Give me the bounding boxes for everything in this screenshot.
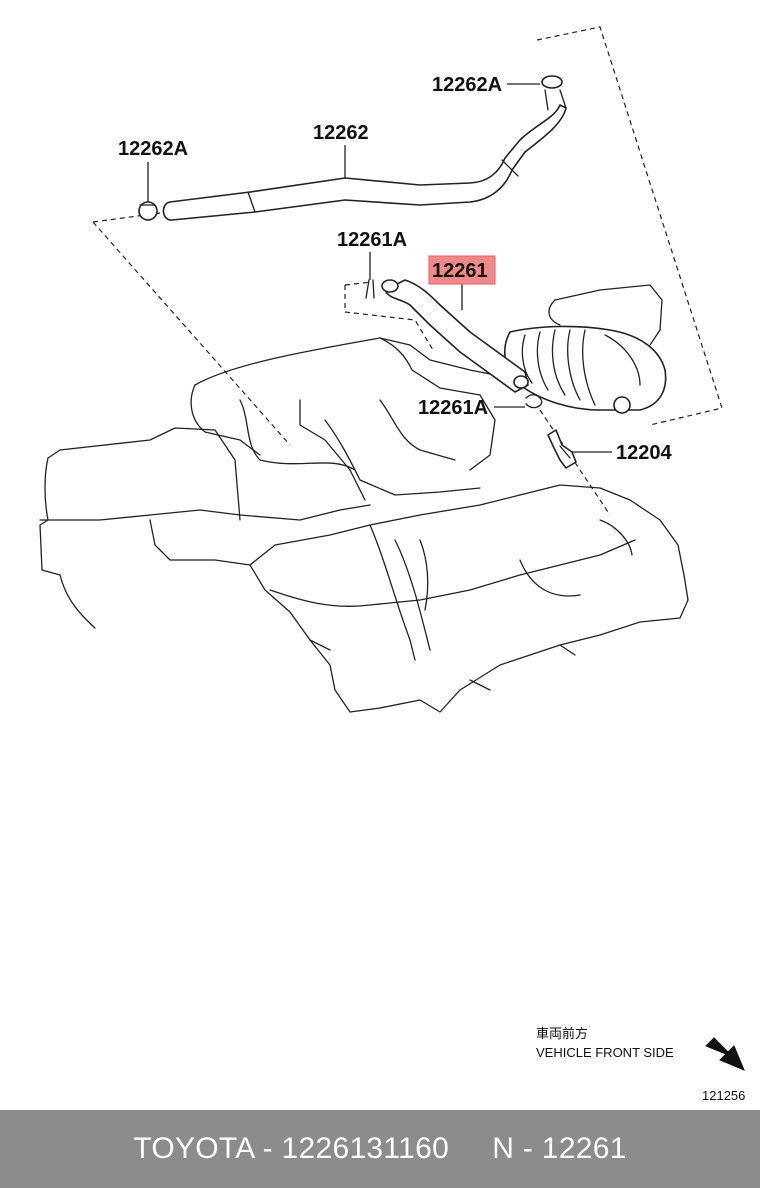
diagram-ref-number: 121256	[702, 1088, 745, 1103]
vehicle-front-arrow-icon	[705, 1037, 745, 1071]
label-12262a-left: 12262A	[118, 138, 188, 160]
label-12261a-top: 12261A	[337, 229, 407, 251]
ventilation-hose-12262	[138, 75, 567, 221]
pcv-valve-12204	[547, 429, 577, 469]
label-12261a-bottom: 12261A	[418, 397, 488, 419]
ventilation-hose-12261	[365, 279, 543, 409]
footer-part-info: TOYOTA - 1226131160 N - 12261	[133, 1132, 627, 1165]
direction-note-english: VEHICLE FRONT SIDE	[536, 1045, 674, 1060]
air-intake-duct	[504, 284, 667, 414]
label-12204: 12204	[616, 442, 672, 464]
direction-note-japanese: 車両前方	[536, 1026, 588, 1041]
label-12261-highlighted: 12261	[432, 260, 488, 282]
label-12262: 12262	[313, 122, 369, 144]
label-12262a-top: 12262A	[432, 74, 502, 96]
leader-lines	[147, 83, 612, 453]
footer-bar: TOYOTA - 1226131160 N - 12261	[0, 1110, 760, 1188]
highlight-box	[428, 255, 496, 285]
parts-diagram: 12262A 12262A 12262 12261A 12261 12261A …	[39, 26, 745, 1103]
engine-outline	[39, 337, 689, 713]
